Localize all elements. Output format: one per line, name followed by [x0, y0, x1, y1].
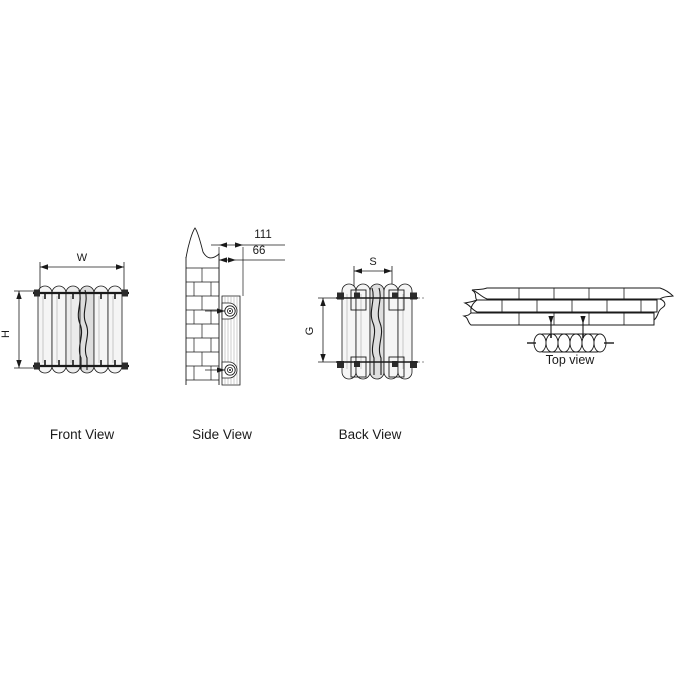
front-fin [93, 285, 109, 374]
side-connection-upper [205, 302, 238, 320]
back-height-dimension: G [304, 297, 340, 363]
side-depth-inner-dimension: 66 [211, 245, 285, 263]
side-view-group: 111 66 [185, 227, 285, 442]
back-manifold-cap [410, 292, 417, 300]
back-bracket [388, 289, 405, 311]
back-manifold-cap [337, 292, 344, 300]
wall-break-symbol [185, 227, 220, 259]
top-brick-wall [462, 287, 675, 326]
top-view-label: Top view [546, 353, 596, 367]
back-bracket [350, 356, 367, 378]
back-manifold-cap [392, 361, 398, 367]
back-manifold-cap [337, 361, 344, 368]
side-connection-lower [205, 361, 238, 379]
front-fin [107, 285, 123, 374]
side-depth-inner-label: 66 [253, 245, 266, 257]
top-radiator-plan [527, 333, 614, 353]
front-break-line [77, 289, 89, 370]
back-break-line [370, 287, 383, 375]
front-fin-set [37, 285, 123, 374]
front-manifold-cap [122, 289, 128, 297]
front-height-dimension: H [0, 290, 36, 369]
back-bracket-set [350, 289, 405, 378]
front-view-group: W H [0, 252, 129, 442]
front-fin [51, 285, 67, 374]
front-top-manifold [33, 289, 129, 299]
back-manifold-cap [354, 361, 360, 367]
back-view-group: S G [304, 256, 424, 442]
back-bracket [350, 289, 367, 311]
back-height-label: G [304, 327, 316, 336]
back-spacing-label: S [369, 256, 376, 268]
top-view-arrows [548, 316, 586, 336]
front-width-dimension: W [39, 252, 125, 290]
side-view-label: Side View [192, 427, 252, 442]
front-height-label: H [0, 330, 12, 338]
back-bracket [388, 356, 405, 378]
front-fin [65, 285, 81, 374]
front-width-label: W [77, 252, 88, 264]
front-fin [37, 285, 53, 374]
front-manifold-cap [122, 362, 128, 370]
front-view-label: Front View [50, 427, 115, 442]
side-depth-total-label: 111 [254, 229, 271, 241]
top-view-group: Top view [462, 287, 675, 367]
side-brick-wall [185, 227, 220, 385]
back-fin-set [341, 283, 413, 380]
back-manifold-cap [354, 292, 360, 299]
back-manifold-cap [410, 361, 417, 368]
back-view-label: Back View [339, 427, 402, 442]
side-radiator-profile [205, 295, 241, 386]
back-manifold-cap [392, 292, 398, 299]
front-manifold-cap [34, 362, 40, 370]
side-depth-total-dimension: 111 [211, 229, 285, 296]
front-manifold-cap [34, 289, 40, 297]
